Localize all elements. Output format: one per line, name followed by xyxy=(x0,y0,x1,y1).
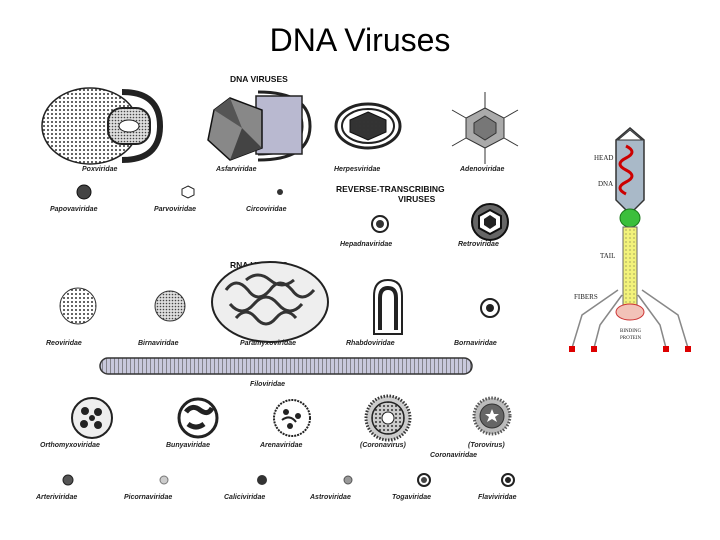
label-papovaviridae: Papovaviridae xyxy=(50,206,98,213)
bacteriophage-diagram: HEAD DNA TAIL FIBERS BINDING PROTEIN xyxy=(560,120,705,360)
filoviridae-virion xyxy=(99,357,473,375)
slide-title: DNA Viruses xyxy=(269,22,451,58)
papovaviridae-virion xyxy=(76,184,92,200)
label-coronavirus: (Coronavirus) xyxy=(360,442,407,449)
reoviridae-virion xyxy=(59,287,97,325)
label-birnaviridae: Birnaviridae xyxy=(138,340,179,347)
togaviridae-virion xyxy=(417,473,431,487)
poxviridae-virion xyxy=(41,87,164,165)
phage-dna-coil xyxy=(618,144,634,196)
label-paramyxoviridae: Paramyxoviridae xyxy=(240,340,296,347)
label-orthomyxoviridae: Orthomyxoviridae xyxy=(40,442,100,449)
bornaviridae-virion xyxy=(480,298,500,318)
label-caliciviridae: Caliciviridae xyxy=(224,494,265,501)
torovirus-virion xyxy=(472,396,512,436)
label-bornaviridae: Bornaviridae xyxy=(454,340,497,347)
phage-label-head: HEAD xyxy=(594,154,613,162)
arenaviridae-virion xyxy=(273,399,311,437)
label-picornaviridae: Picornaviridae xyxy=(124,494,172,501)
label-astroviridae: Astroviridae xyxy=(309,494,351,501)
picornaviridae-virion xyxy=(159,475,169,485)
asfarviridae-virion xyxy=(207,90,312,162)
label-retroviridae: Retroviridae xyxy=(458,241,499,248)
arteriviridae-virion xyxy=(62,474,74,486)
virus-families-svg: DNA VIRUSES Poxviridae Asfarviridae Herp… xyxy=(35,74,519,501)
label-poxviridae: Poxviridae xyxy=(82,166,118,173)
label-herpesviridae: Herpesviridae xyxy=(334,166,380,173)
label-reoviridae: Reoviridae xyxy=(46,340,82,347)
flaviviridae-virion xyxy=(501,473,515,487)
phage-label-binding-2: PROTEIN xyxy=(620,336,642,341)
label-flaviviridae: Flaviviridae xyxy=(478,494,517,501)
label-parvoviridae: Parvoviridae xyxy=(154,206,196,213)
orthomyxoviridae-virion xyxy=(71,397,113,439)
phage-label-fibers: FIBERS xyxy=(574,293,598,301)
label-adenoviridae: Adenoviridae xyxy=(459,166,504,173)
rhabdoviridae-virion xyxy=(373,278,403,335)
label-togaviridae: Togaviridae xyxy=(392,494,431,501)
phage-fiber-tips xyxy=(569,346,691,352)
astroviridae-virion xyxy=(343,475,353,485)
caliciviridae-virion xyxy=(257,475,267,485)
header-reverse-transcribing-line1: REVERSE-TRANSCRIBING xyxy=(336,184,445,194)
label-arteriviridae: Arteriviridae xyxy=(35,494,77,501)
label-bunyaviridae: Bunyaviridae xyxy=(166,442,210,449)
herpesviridae-virion xyxy=(334,102,402,150)
coronavirus-virion xyxy=(364,394,412,442)
paramyxoviridae-virion xyxy=(211,261,329,343)
phage-label-dna: DNA xyxy=(598,180,613,188)
circoviridae-virion xyxy=(277,189,283,195)
label-rhabdoviridae: Rhabdoviridae xyxy=(346,340,395,347)
label-circoviridae: Circoviridae xyxy=(246,206,287,213)
phage-base-plate xyxy=(615,303,645,321)
parvoviridae-virion xyxy=(181,185,195,199)
header-reverse-transcribing-line2: VIRUSES xyxy=(398,194,436,204)
label-torovirus: (Torovirus) xyxy=(468,442,505,449)
retroviridae-virion xyxy=(471,203,509,241)
phage-label-tail: TAIL xyxy=(600,252,615,260)
phage-label-binding-1: BINDING xyxy=(620,329,641,334)
bacteriophage-svg: HEAD DNA TAIL FIBERS BINDING PROTEIN xyxy=(569,127,691,352)
label-hepadnaviridae: Hepadnaviridae xyxy=(340,241,392,248)
hepadnaviridae-virion xyxy=(371,215,389,233)
phage-tail-texture xyxy=(623,227,637,307)
label-asfarviridae: Asfarviridae xyxy=(215,166,257,173)
label-arenaviridae: Arenaviridae xyxy=(259,442,303,449)
birnaviridae-virion xyxy=(154,290,186,322)
phage-head-apex xyxy=(616,129,644,141)
phage-fibers xyxy=(571,289,689,349)
label-filoviridae: Filoviridae xyxy=(250,381,285,388)
adenoviridae-virion xyxy=(451,92,519,164)
bunyaviridae-virion xyxy=(177,397,219,439)
virus-families-diagram: DNA VIRUSES Poxviridae Asfarviridae Herp… xyxy=(30,68,560,516)
header-dna-viruses: DNA VIRUSES xyxy=(230,74,288,84)
label-coronaviridae: Coronaviridae xyxy=(430,452,477,459)
phage-collar xyxy=(619,208,641,228)
